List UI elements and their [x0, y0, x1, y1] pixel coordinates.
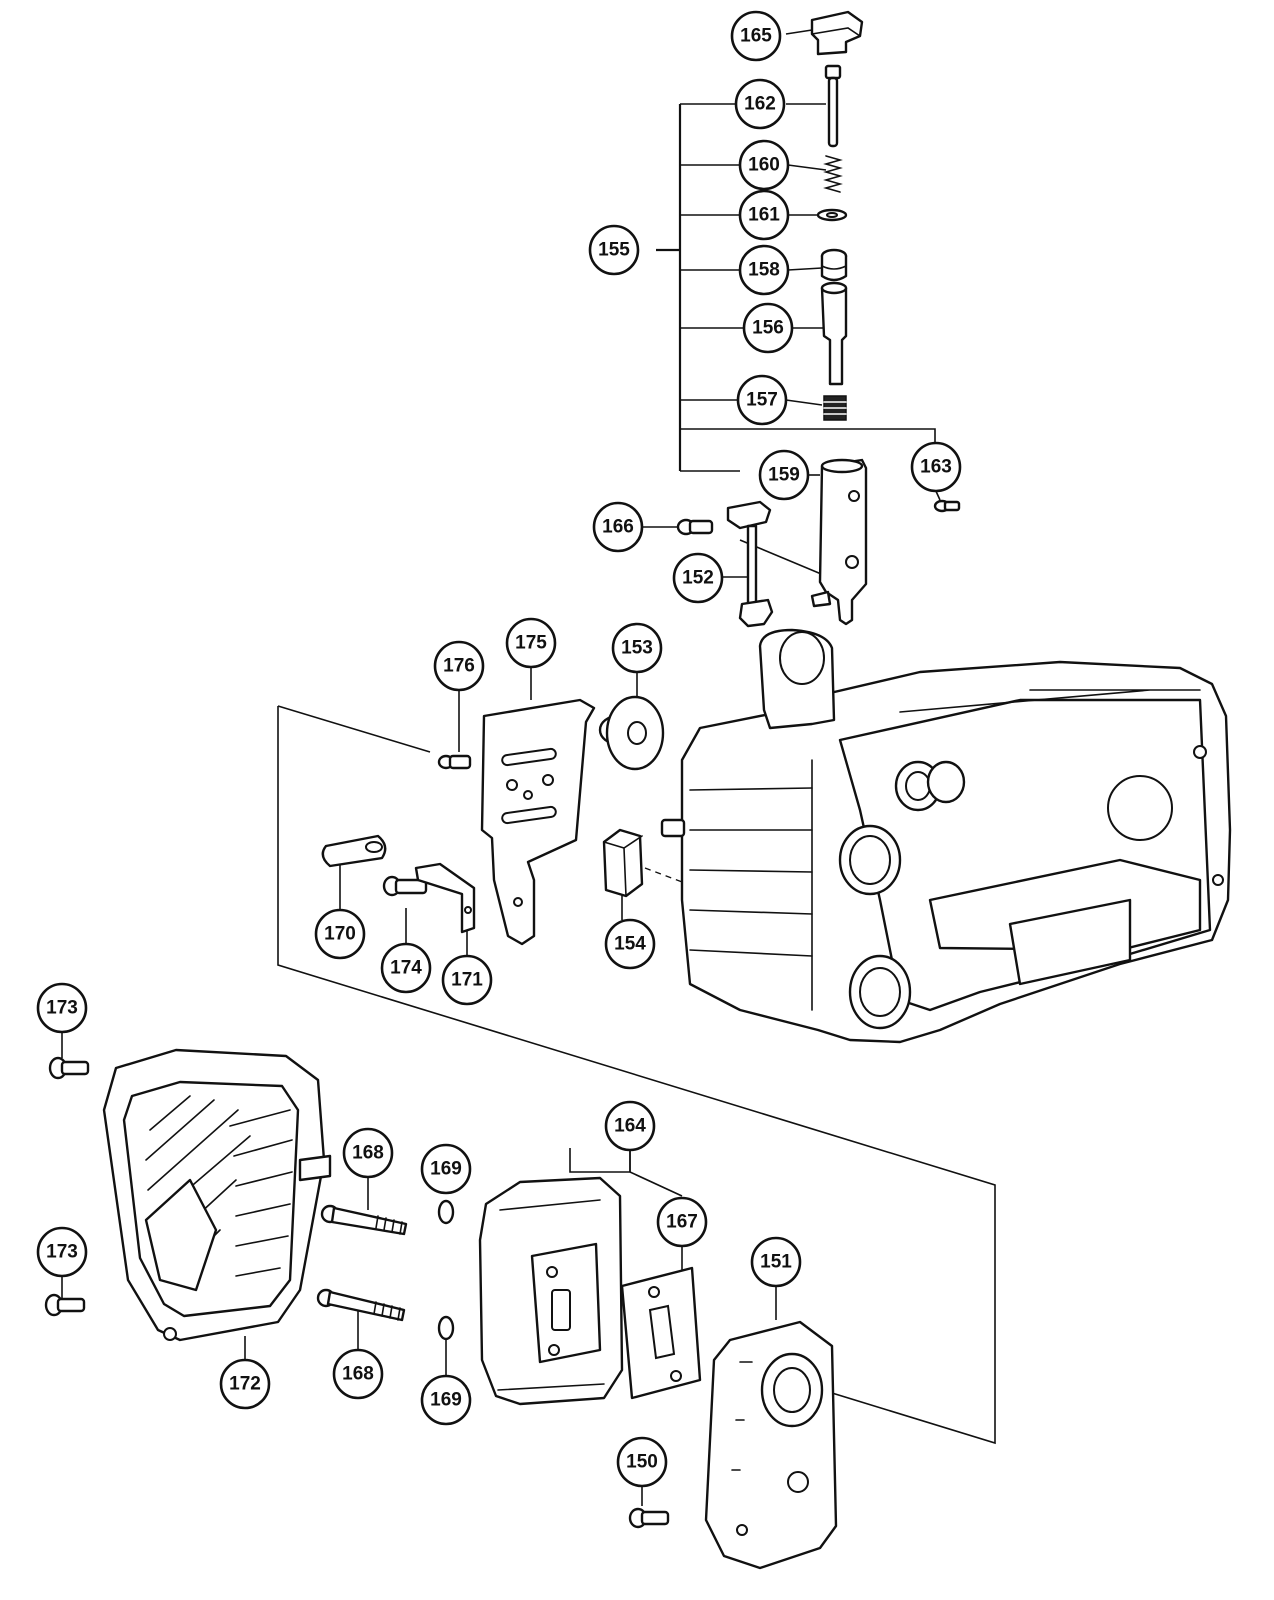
bottom-parts	[44, 1048, 838, 1570]
callout-label: 158	[748, 260, 780, 281]
callout-171: 171	[441, 954, 493, 1006]
callout-label: 173	[46, 998, 78, 1019]
callout-label: 171	[451, 970, 483, 991]
callout-150: 150	[616, 1436, 668, 1488]
callout-label: 162	[744, 94, 776, 115]
callout-173-top: 173	[36, 982, 88, 1034]
callout-label: 166	[602, 517, 634, 538]
callout-label: 152	[682, 568, 714, 589]
callout-170: 170	[314, 908, 366, 960]
callout-160: 160	[738, 139, 790, 191]
callout-label: 164	[614, 1116, 646, 1137]
callout-label: 167	[666, 1212, 698, 1233]
pump-assembly	[676, 10, 961, 628]
callout-label: 169	[430, 1159, 462, 1180]
callout-175: 175	[505, 617, 557, 669]
callout-158: 158	[738, 244, 790, 296]
callout-label: 176	[443, 656, 475, 677]
callout-169-bottom: 169	[420, 1374, 472, 1426]
callout-166: 166	[592, 501, 644, 553]
callout-162: 162	[734, 78, 786, 130]
callout-label: 169	[430, 1390, 462, 1411]
callout-label: 151	[760, 1252, 792, 1273]
callout-label: 160	[748, 155, 780, 176]
callout-label: 175	[515, 633, 547, 654]
callout-161: 161	[738, 189, 790, 241]
callout-153: 153	[611, 622, 663, 674]
callout-152: 152	[672, 552, 724, 604]
callout-label: 173	[46, 1242, 78, 1263]
callout-label: 163	[920, 457, 952, 478]
callout-157: 157	[736, 374, 788, 426]
leader-lines	[61, 29, 996, 1506]
chain-guide-parts	[321, 695, 665, 946]
callout-label: 174	[390, 958, 422, 979]
callout-168-bottom: 168	[332, 1348, 384, 1400]
callout-label: 161	[748, 205, 780, 226]
callout-154: 154	[604, 918, 656, 970]
crankcase	[660, 628, 1232, 1044]
callout-172: 172	[219, 1358, 271, 1410]
callout-169-top: 169	[420, 1143, 472, 1195]
callout-164: 164	[604, 1100, 656, 1152]
callout-label: 155	[598, 240, 630, 261]
callout-167: 167	[656, 1196, 708, 1248]
callout-159: 159	[758, 449, 810, 501]
callout-173-bottom: 173	[36, 1226, 88, 1278]
callout-label: 170	[324, 924, 356, 945]
callout-label: 156	[752, 318, 784, 339]
callout-label: 168	[352, 1143, 384, 1164]
callout-155: 155	[588, 224, 640, 276]
callout-label: 154	[614, 934, 646, 955]
callout-156: 156	[742, 302, 794, 354]
callout-label: 165	[740, 26, 772, 47]
callout-label: 168	[342, 1364, 374, 1385]
callout-176: 176	[433, 640, 485, 692]
callout-label: 159	[768, 465, 800, 486]
callout-168-top: 168	[342, 1127, 394, 1179]
callout-label: 153	[621, 638, 653, 659]
callout-label: 172	[229, 1374, 261, 1395]
callout-label: 157	[746, 390, 778, 411]
callout-174: 174	[380, 942, 432, 994]
callout-163: 163	[910, 441, 962, 493]
callout-151: 151	[750, 1236, 802, 1288]
callout-label: 150	[626, 1452, 658, 1473]
callout-165: 165	[730, 10, 782, 62]
